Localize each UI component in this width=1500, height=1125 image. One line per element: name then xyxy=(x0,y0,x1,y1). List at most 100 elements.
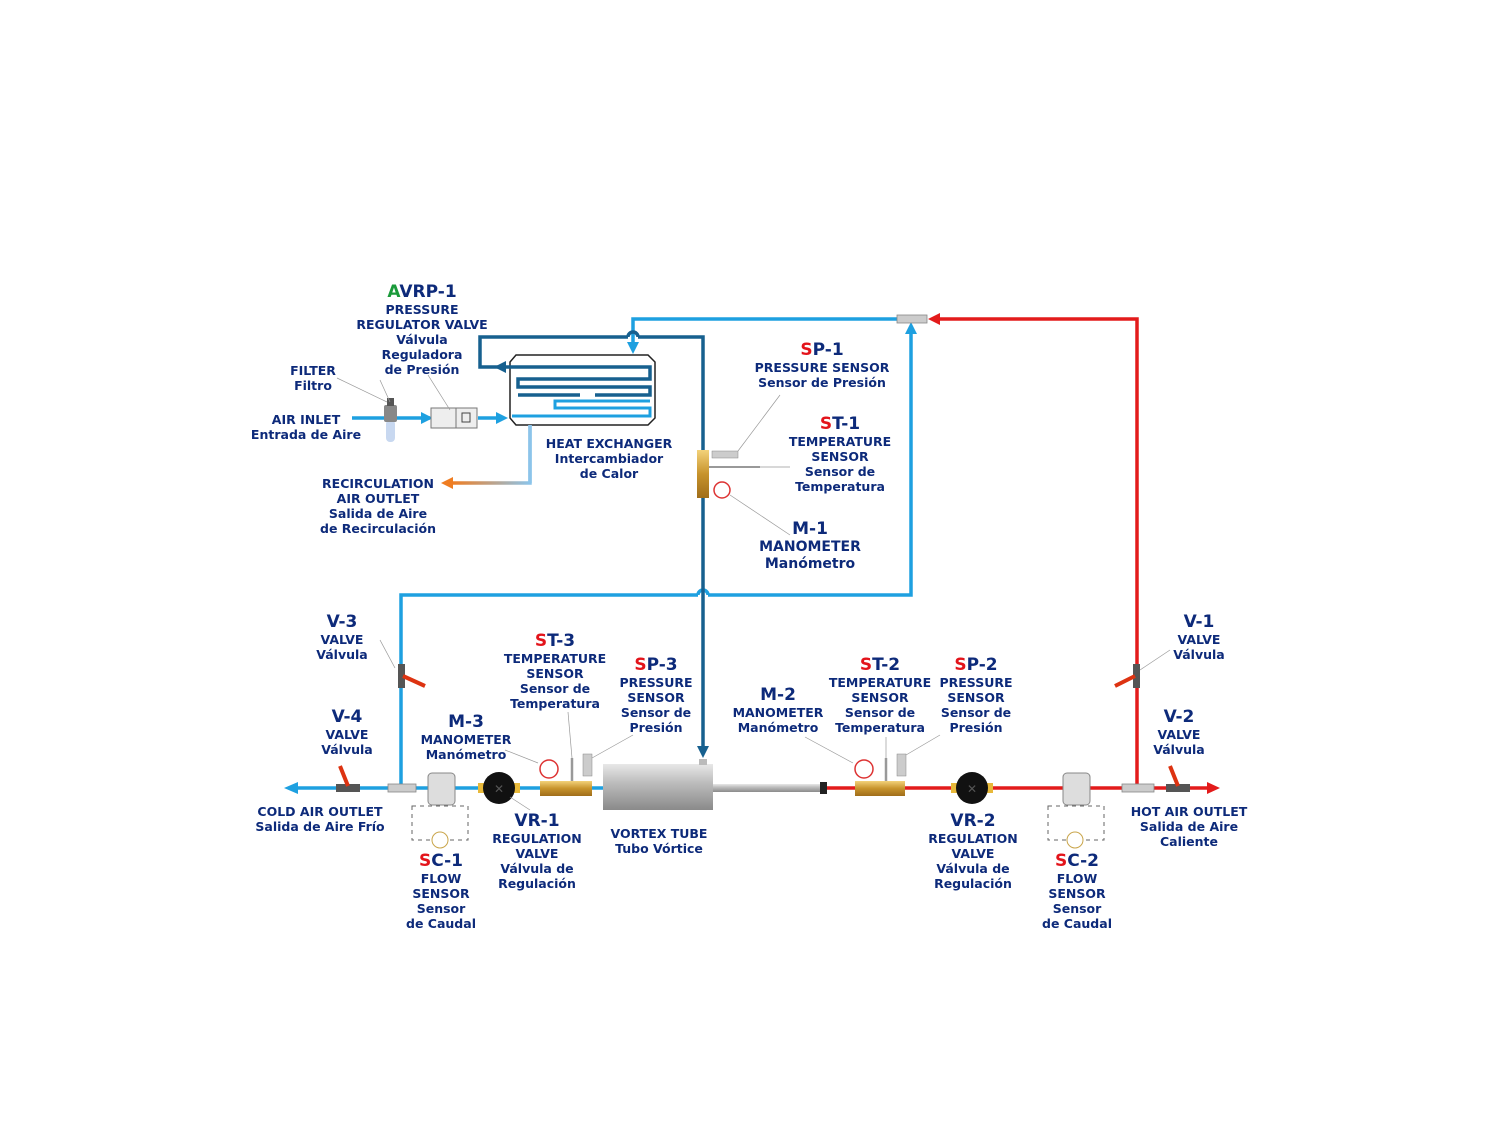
code-prefix: S xyxy=(534,631,548,651)
code: P-1 xyxy=(812,340,844,360)
line: FILTER xyxy=(290,363,336,378)
line: VALVE xyxy=(951,846,995,861)
cold-arrows xyxy=(284,322,917,794)
code: V-2 xyxy=(1163,707,1195,727)
line: VALVE xyxy=(515,846,559,861)
code: V-3 xyxy=(326,612,358,632)
pressure-regulator-icon xyxy=(430,407,478,429)
code: VR-2 xyxy=(950,811,996,831)
code: P-2 xyxy=(966,655,998,675)
line: Filtro xyxy=(294,378,332,393)
line: RECIRCULATION xyxy=(322,476,434,491)
line: Válvula xyxy=(316,647,368,662)
line: Sensor de xyxy=(940,705,1012,720)
line: Válvula xyxy=(396,332,448,347)
line: Válvula de xyxy=(936,861,1010,876)
line: de Recirculación xyxy=(320,521,436,536)
code: C-2 xyxy=(1067,851,1100,871)
line: HOT AIR OUTLET xyxy=(1130,804,1248,819)
line: Sensor de xyxy=(804,464,876,479)
line: Presión xyxy=(629,720,683,735)
regulation-valve-vr1: ✕ xyxy=(478,772,531,811)
sensor-manifold-hot xyxy=(804,734,941,796)
code-prefix: S xyxy=(800,340,813,360)
line: MANOMETER xyxy=(759,539,861,555)
code: M-2 xyxy=(760,685,796,705)
line: de Calor xyxy=(579,466,639,481)
line: MANOMETER xyxy=(420,732,512,747)
line: REGULATION xyxy=(928,831,1018,846)
line: SENSOR xyxy=(851,690,909,705)
line: de Caudal xyxy=(406,916,476,931)
line: TEMPERATURE xyxy=(788,434,892,449)
code: V-4 xyxy=(331,707,363,727)
line: SENSOR xyxy=(1048,886,1106,901)
code: M-3 xyxy=(448,712,484,732)
line: Temperatura xyxy=(795,479,885,494)
filter-icon xyxy=(384,398,397,442)
line: VALVE xyxy=(320,632,364,647)
valve-v3 xyxy=(379,639,426,688)
line: Temperatura xyxy=(510,696,600,711)
code-prefix: S xyxy=(954,655,967,675)
line: TEMPERATURE xyxy=(503,651,607,666)
heat-exchanger xyxy=(505,354,656,426)
line: de Caudal xyxy=(1042,916,1112,931)
line: Sensor de xyxy=(844,705,916,720)
line: Sensor xyxy=(1052,901,1102,916)
line: VALVE xyxy=(1157,727,1201,742)
line: Tubo Vórtice xyxy=(615,841,703,856)
code-prefix: S xyxy=(859,655,873,675)
line: Entrada de Aire xyxy=(250,427,362,442)
line: SENSOR xyxy=(811,449,869,464)
line: Salida de Aire xyxy=(328,506,428,521)
line: Intercambiador xyxy=(554,451,664,466)
line: Temperatura xyxy=(835,720,925,735)
line: SENSOR xyxy=(412,886,470,901)
line: Válvula xyxy=(1173,647,1225,662)
line: Salida de Aire xyxy=(1139,819,1239,834)
supply-pipe xyxy=(478,330,705,750)
line: MANOMETER xyxy=(732,705,824,720)
line: Sensor xyxy=(416,901,466,916)
line: VALVE xyxy=(1177,632,1221,647)
line: PRESSURE xyxy=(385,302,459,317)
valve-v1 xyxy=(1114,649,1171,688)
recirculation-pipe xyxy=(452,425,532,485)
code: V-1 xyxy=(1183,612,1215,632)
code: C-1 xyxy=(431,851,464,871)
line: REGULATOR VALVE xyxy=(356,317,488,332)
code: M-1 xyxy=(792,519,828,539)
line: REGULATION xyxy=(492,831,582,846)
line: Regulación xyxy=(498,876,576,891)
sensor-block-1 xyxy=(697,394,791,536)
line: Válvula xyxy=(1153,742,1205,757)
svg-text:✕: ✕ xyxy=(967,782,977,796)
line: Sensor de xyxy=(620,705,692,720)
line: Válvula de xyxy=(500,861,574,876)
line: Regulación xyxy=(934,876,1012,891)
line: COLD AIR OUTLET xyxy=(257,804,383,819)
line: TEMPERATURE xyxy=(828,675,932,690)
line: Manómetro xyxy=(764,556,856,572)
line: VORTEX TUBE xyxy=(610,826,708,841)
code: VRP-1 xyxy=(399,282,457,302)
